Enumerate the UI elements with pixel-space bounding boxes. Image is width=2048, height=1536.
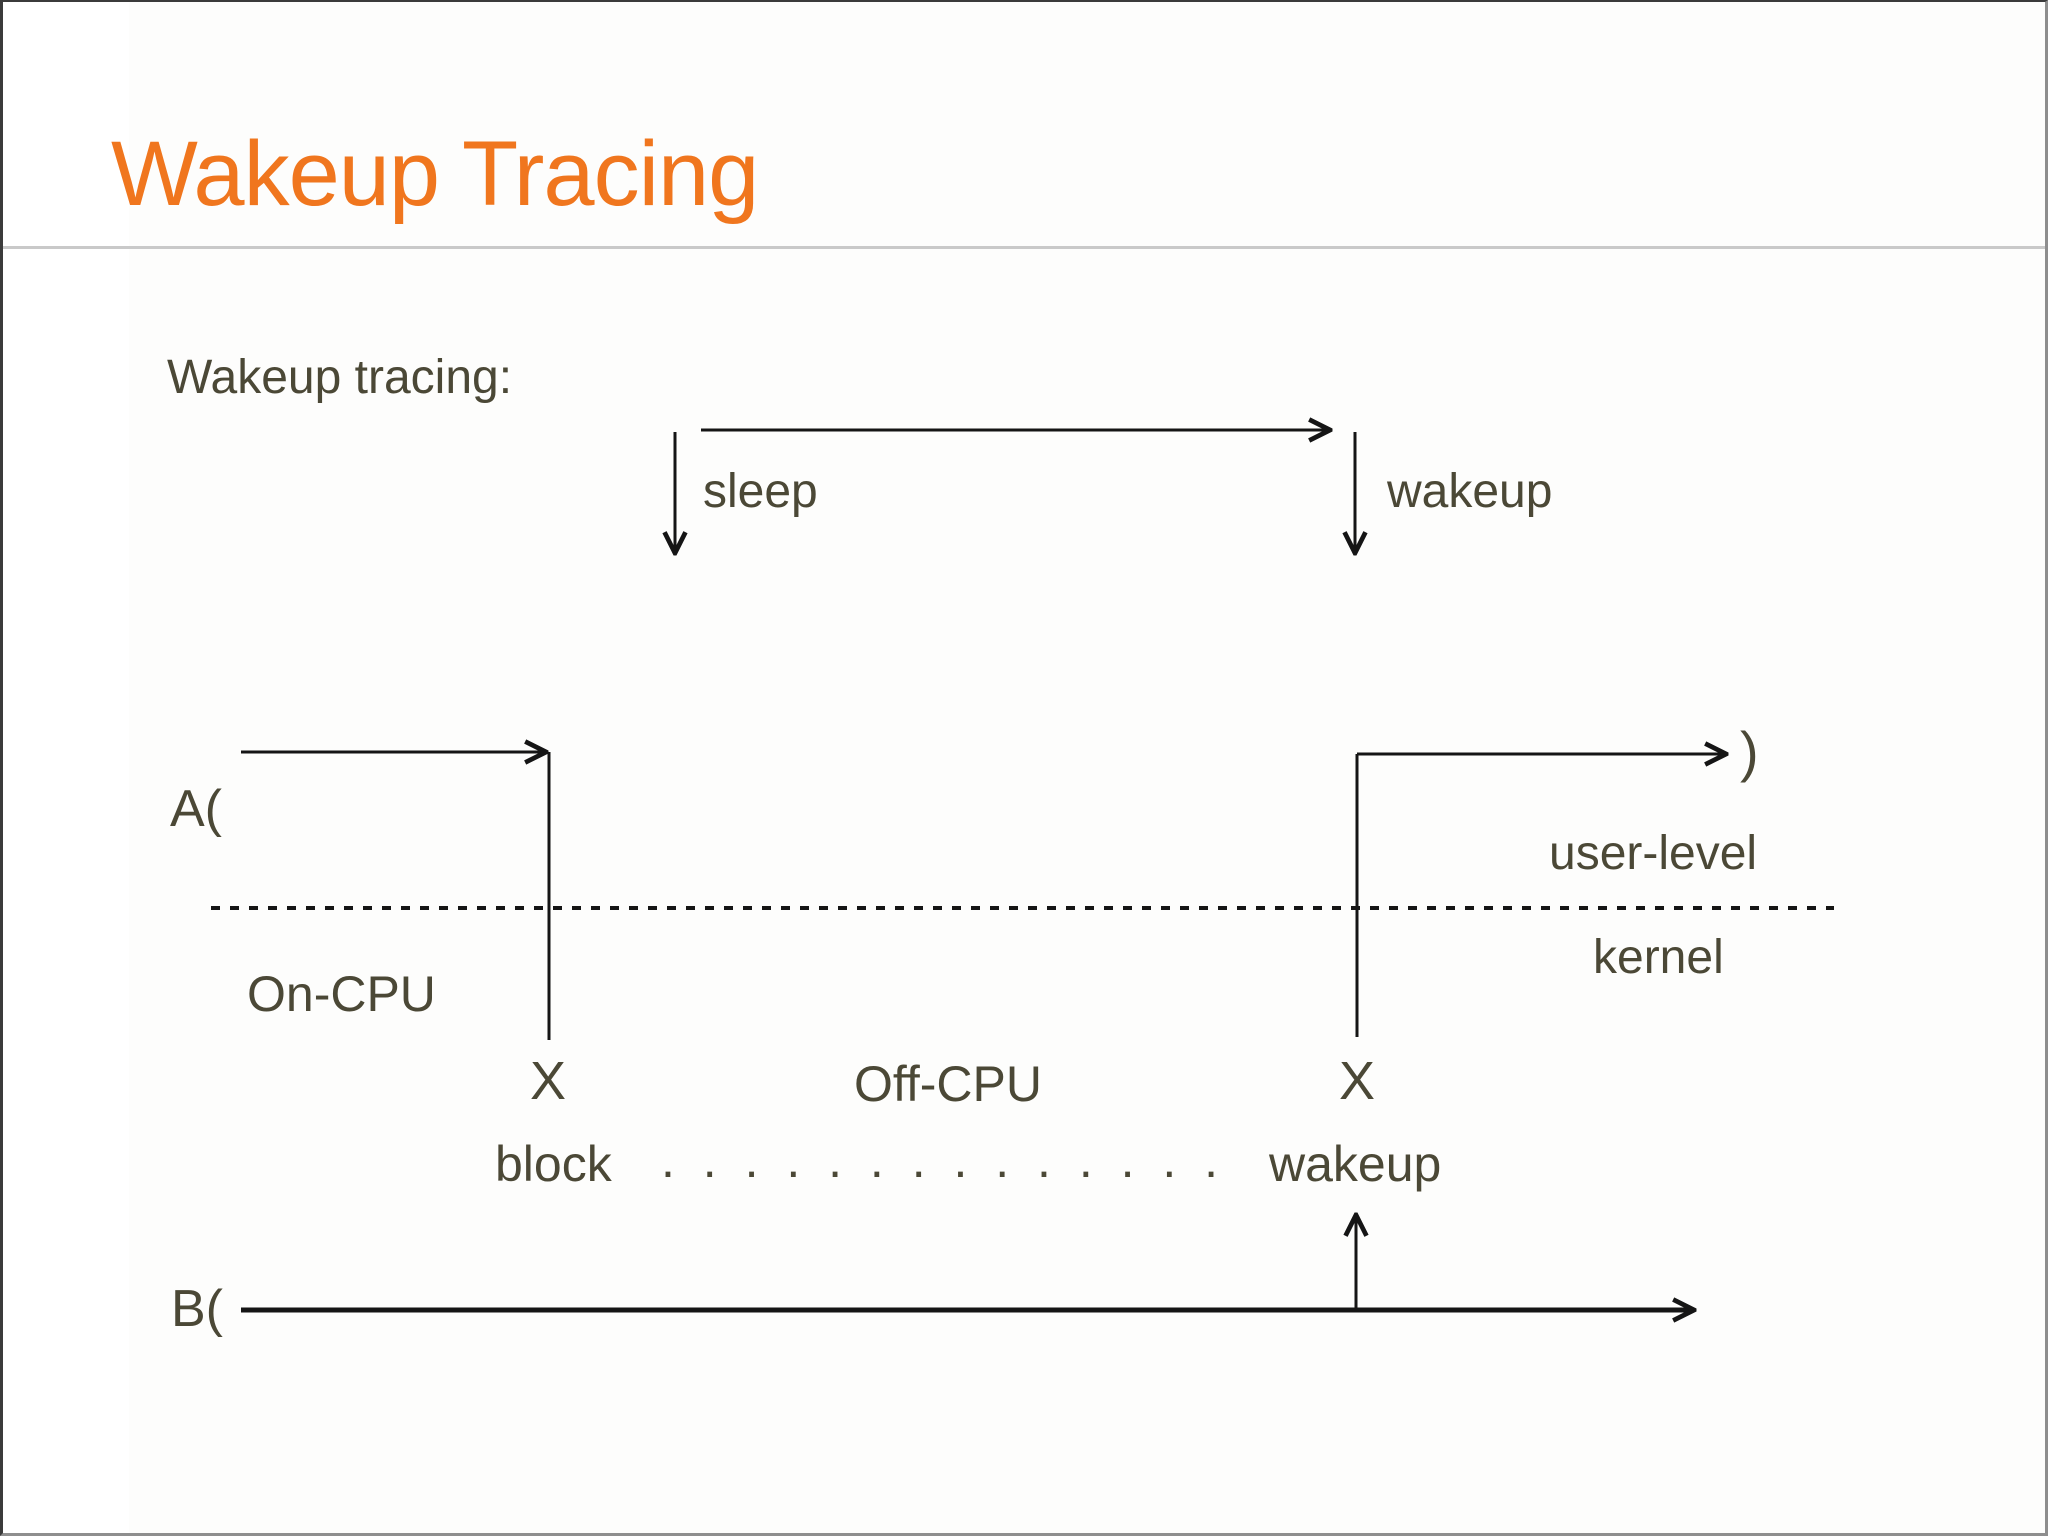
wakeup-tracing-diagram bbox=[211, 2, 1834, 1536]
process-b-open-label: B( bbox=[171, 1280, 223, 1338]
section-label: Wakeup tracing: bbox=[167, 351, 513, 404]
wakeup-x-marker: X bbox=[1338, 1051, 1376, 1111]
content-panel bbox=[129, 2, 2045, 1533]
title-divider bbox=[3, 246, 2045, 249]
block-x-marker: X bbox=[529, 1051, 567, 1111]
slide-title: Wakeup Tracing bbox=[111, 123, 759, 225]
block-label: block bbox=[495, 1136, 612, 1192]
kernel-label: kernel bbox=[1593, 931, 1724, 984]
on-cpu-label: On-CPU bbox=[247, 966, 436, 1022]
wakeup-label-top: wakeup bbox=[1387, 465, 1553, 518]
user-level-label: user-level bbox=[1549, 827, 1758, 880]
process-a-close-label: ) bbox=[1740, 720, 1759, 783]
process-a-open-label: A( bbox=[170, 780, 222, 838]
latency-dots: . . . . . . . . . . . . . . bbox=[661, 1132, 1226, 1188]
wakeup-event-label: wakeup bbox=[1269, 1136, 1442, 1192]
sleep-label: sleep bbox=[703, 465, 818, 518]
off-cpu-label: Off-CPU bbox=[854, 1056, 1042, 1112]
